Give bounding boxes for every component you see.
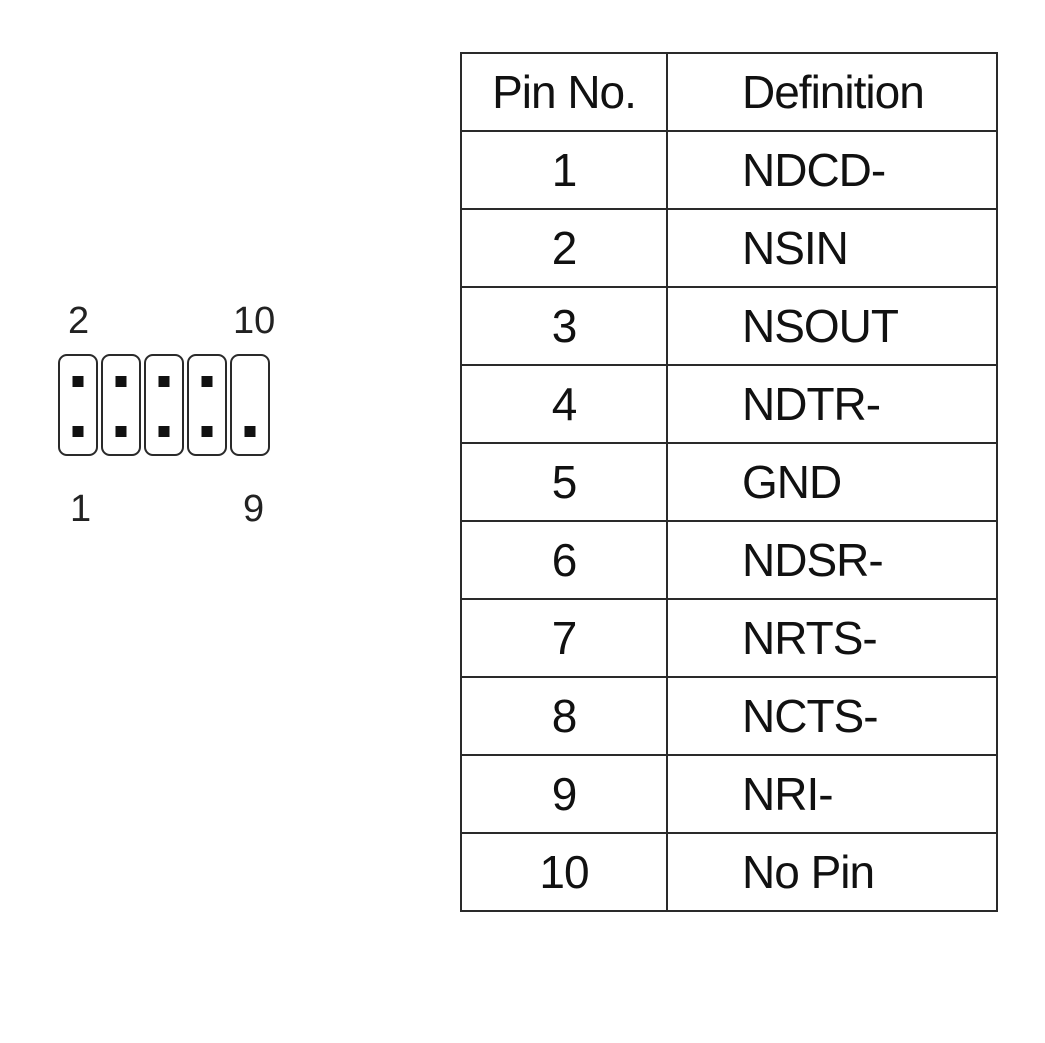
pin <box>201 376 213 387</box>
pin <box>158 426 170 437</box>
pin <box>72 426 84 437</box>
table-row: 1 NDCD- <box>460 130 998 210</box>
table-row: 5 GND <box>460 442 998 522</box>
pin-definition-cell: NRI- <box>666 754 998 834</box>
table-header-row: Pin No. Definition <box>460 52 998 132</box>
pin <box>201 426 213 437</box>
pin <box>115 376 127 387</box>
table-row: 9 NRI- <box>460 754 998 834</box>
pin-label-bottom-left: 1 <box>70 488 92 530</box>
pin-definition-cell: NSIN <box>666 208 998 288</box>
pin-column <box>101 354 141 456</box>
pin <box>244 426 256 437</box>
pin-number-cell: 5 <box>460 442 668 522</box>
table-row: 4 NDTR- <box>460 364 998 444</box>
pin-definition-cell: No Pin <box>666 832 998 912</box>
pin-definition-cell: GND <box>666 442 998 522</box>
pin-column <box>187 354 227 456</box>
table-row: 10 No Pin <box>460 832 998 912</box>
pin-column <box>58 354 98 456</box>
column-header-definition: Definition <box>666 52 998 132</box>
pin-column <box>144 354 184 456</box>
pin-label-top-left: 2 <box>68 300 90 342</box>
pin-number-cell: 1 <box>460 130 668 210</box>
table-row: 8 NCTS- <box>460 676 998 756</box>
pin-definition-cell: NSOUT <box>666 286 998 366</box>
pin-header <box>58 354 270 456</box>
pin-number-cell: 8 <box>460 676 668 756</box>
column-header-pin-no: Pin No. <box>460 52 668 132</box>
pin-label-top-right: 10 <box>233 300 276 342</box>
pin-number-cell: 2 <box>460 208 668 288</box>
pin-number-cell: 6 <box>460 520 668 600</box>
pin-number-cell: 10 <box>460 832 668 912</box>
table-row: 6 NDSR- <box>460 520 998 600</box>
pin <box>115 426 127 437</box>
pin-number-cell: 9 <box>460 754 668 834</box>
pin-definition-cell: NCTS- <box>666 676 998 756</box>
table-row: 3 NSOUT <box>460 286 998 366</box>
pin-number-cell: 3 <box>460 286 668 366</box>
pin <box>72 376 84 387</box>
pin-definition-cell: NDTR- <box>666 364 998 444</box>
pin-definition-table: Pin No. Definition 1 NDCD- 2 NSIN 3 NSOU… <box>460 52 998 912</box>
pin-number-cell: 7 <box>460 598 668 678</box>
pin-definition-cell: NDCD- <box>666 130 998 210</box>
pin-column-missing-top <box>230 354 270 456</box>
table-row: 7 NRTS- <box>460 598 998 678</box>
pin-definition-cell: NDSR- <box>666 520 998 600</box>
pin-label-bottom-right: 9 <box>243 488 265 530</box>
pin-definition-cell: NRTS- <box>666 598 998 678</box>
table-row: 2 NSIN <box>460 208 998 288</box>
connector-diagram: 2 10 1 9 <box>40 290 300 540</box>
pin <box>158 376 170 387</box>
pin-number-cell: 4 <box>460 364 668 444</box>
